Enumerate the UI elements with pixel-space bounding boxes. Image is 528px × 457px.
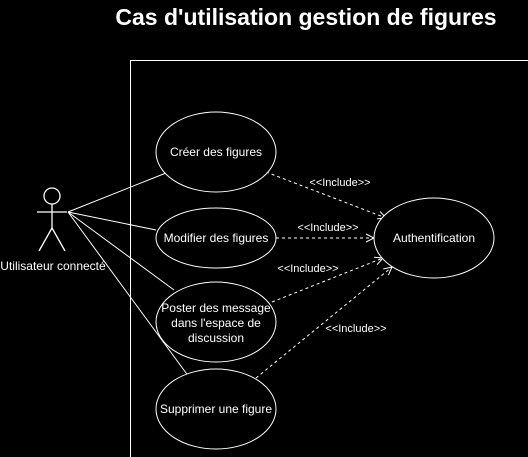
actor-stick-figure-icon xyxy=(37,187,67,252)
use-case-poster-label-3: discussion xyxy=(188,331,244,345)
use-case-poster-label-2: dans l'espace de xyxy=(171,316,261,330)
association-creer xyxy=(67,172,167,213)
use-case-supprimer-label: Supprimer une figure xyxy=(160,402,272,416)
diagram-title: Cas d'utilisation gestion de figures xyxy=(115,4,497,30)
include-label-modifier: <<Include>> xyxy=(297,222,358,234)
use-case-poster[interactable]: Poster des message dans l'espace de disc… xyxy=(155,281,277,363)
include-label-poster: <<Include>> xyxy=(277,263,338,275)
use-case-modifier[interactable]: Modifier des figures xyxy=(155,207,277,269)
association-poster xyxy=(67,211,175,291)
include-label-creer: <<Include>> xyxy=(309,177,370,189)
use-case-creer-label: Créer des figures xyxy=(170,145,262,159)
system-boundary xyxy=(130,60,528,457)
associations xyxy=(67,172,190,378)
use-case-modifier-label: Modifier des figures xyxy=(164,231,269,245)
use-case-supprimer[interactable]: Supprimer une figure xyxy=(155,368,277,450)
include-dependencies xyxy=(255,171,392,379)
include-label-supprimer: <<Include>> xyxy=(325,323,386,335)
use-case-auth-label: Authentification xyxy=(393,231,475,245)
actor-label: Utilisateur connecté xyxy=(0,259,106,273)
include-supprimer-auth xyxy=(255,267,392,379)
include-poster-auth xyxy=(271,258,383,303)
use-case-creer[interactable]: Créer des figures xyxy=(155,111,277,193)
association-modifier xyxy=(67,211,157,231)
use-case-poster-label-1: Poster des message xyxy=(161,301,271,315)
association-supprimer xyxy=(67,211,190,378)
use-case-auth[interactable]: Authentification xyxy=(373,197,495,279)
